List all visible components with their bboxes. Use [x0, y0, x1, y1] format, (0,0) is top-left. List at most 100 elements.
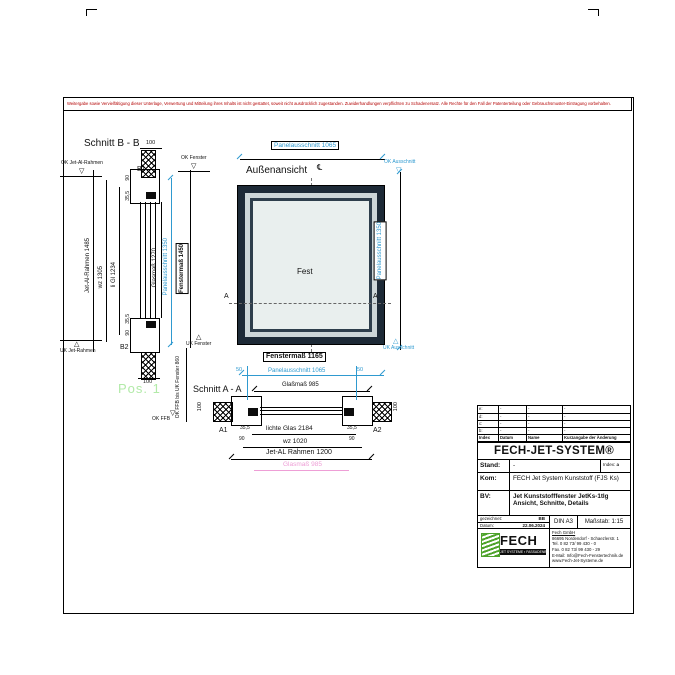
dim-line [254, 391, 370, 392]
dim-glasmass-985: Glaßmaß 985 [281, 382, 320, 389]
dim-100-left: 100 [197, 402, 203, 412]
fech-logo-subtext: JET SYSTEME ▪ FASSADENBAU [500, 549, 546, 555]
gezeichnet-value: BB [538, 516, 546, 522]
level-label-ok-jet-al-rahmen: OK Jet-Al-Rahmen [61, 160, 103, 166]
panel-line [356, 366, 357, 400]
dim-100-top: 100 [146, 140, 156, 146]
revision-name: - [526, 406, 562, 413]
section-marker-a-right: A [373, 293, 378, 300]
dim-line [138, 378, 160, 379]
dim-100-right: 100 [393, 402, 399, 412]
dim-wz-1020: wz 1020 [283, 438, 308, 445]
meta-row: gezeichnet: BB Datum: 22.06.2024 DIN A3 … [478, 516, 630, 529]
dim-jet-al-rahmen-1200: Jet-AL Rahmen 1200 [266, 449, 332, 456]
dim-line [140, 148, 162, 149]
revision-index: c: [479, 421, 483, 426]
kom-value: FECH Jet System Kunststoff (FJS Ks) [513, 475, 619, 482]
revision-note: - [562, 421, 630, 427]
level-line [60, 340, 102, 341]
dim-jet-al-rahmen-1485: Jet-Al-Rahmen 1485 [85, 238, 91, 294]
glazing-type-label: Fest [297, 267, 313, 276]
level-triangle-icon: △ [393, 338, 399, 345]
panel-line [247, 366, 248, 400]
revision-note: - [562, 428, 630, 434]
profile-section [146, 192, 156, 199]
level-label-ok-fenster: OK Fenster [181, 155, 207, 161]
company-email: E-Mail: Info@Fech-Fenstertechnik.de [552, 552, 624, 558]
index-label: Index: [603, 462, 616, 467]
revision-row: c: - - - [478, 420, 630, 427]
dim-line [400, 172, 401, 350]
revision-index: b: [479, 428, 483, 433]
revision-index: e: [479, 406, 483, 411]
gezeichnet-row: gezeichnet: BB [478, 516, 549, 523]
level-triangle-icon: ▽ [170, 410, 176, 417]
dim-line [190, 170, 191, 348]
revision-name: - [526, 414, 562, 420]
level-triangle-icon: ▽ [79, 168, 85, 175]
dim-35-right: 35,5 [347, 425, 357, 431]
dim-line [186, 348, 187, 422]
dim-fenstermass-1450: Fenstermaß 1450 [176, 243, 189, 295]
fech-logo-text: FECH [500, 533, 538, 548]
revision-row: e: - - - [478, 406, 630, 413]
revision-header-note: Kurzangabe der Änderung [562, 435, 630, 441]
dim-glasmass-985-pink: Glasmaß 985 [283, 461, 323, 468]
detail-box-a1 [231, 396, 262, 426]
revision-header-name: Name [526, 435, 562, 441]
level-label-uk-jet-rahmen: UK Jet-Rahmen [60, 348, 96, 354]
position-label: Pos. 1 [118, 381, 161, 396]
revision-row: d: - - - [478, 413, 630, 420]
glass-line [260, 407, 343, 408]
disclaimer-text: Weitergabe sowie Vervielfältigung dieser… [67, 101, 611, 106]
bv-value: Jet Kunststofffenster JetKs-1tlg Ansicht… [510, 491, 630, 515]
insulation-hatch [141, 150, 156, 178]
kom-label: Kom: [478, 473, 510, 490]
dim-line-pink [254, 470, 349, 471]
dim-line [106, 180, 107, 342]
detail-box-a2 [342, 396, 373, 426]
bv-label: BV: [478, 491, 510, 515]
insulation-hatch [372, 402, 392, 422]
profile-section [248, 408, 258, 416]
revision-name: - [526, 421, 562, 427]
level-label-ok-ausschnitt: OK Ausschnitt [384, 159, 416, 165]
section-bb-title: Schnitt B - B [84, 138, 140, 149]
company-fax: Fax. 0 82 73/ 99 430 - 29 [552, 547, 601, 553]
bv-line1: Jet Kunststofffenster JetKs-1tlg [513, 493, 609, 500]
detail-label-b2: B2 [120, 344, 129, 351]
revision-header-date: Datum [498, 435, 526, 441]
revision-note: - [562, 414, 630, 420]
dim-line-panel [242, 375, 384, 376]
frame-profile-section [140, 202, 156, 318]
scale-cell: Maßstab: 1:15 [584, 519, 624, 525]
profile-section [146, 321, 156, 328]
level-triangle-icon: △ [74, 341, 80, 348]
dim-wz-1305: wz 1305 [98, 266, 104, 289]
system-name: FECH-JET-SYSTEM® [478, 443, 630, 460]
dim-line [252, 434, 356, 435]
revision-table: e: - - - d: - - - c: - - - b: - - - [477, 405, 631, 442]
index-value: a [616, 462, 620, 467]
section-aa-title: Schnitt A - A [193, 384, 242, 394]
centerline-icon: ℄ [317, 163, 323, 172]
title-block: e: - - - d: - - - c: - - - b: - - - [477, 405, 631, 568]
dim-li-gl-1234: li Gl 1234 [111, 262, 117, 288]
drawn-cell: gezeichnet: BB Datum: 22.06.2024 [478, 516, 550, 528]
datum-value: 22.06.2024 [522, 522, 545, 528]
insulation-hatch [213, 402, 233, 422]
revision-date: - [498, 428, 526, 434]
company-address: 86695 Nordendorf - Schaezlerstr. 1 [552, 535, 619, 541]
datum-row: Datum: 22.06.2024 [478, 523, 549, 529]
dim-line [119, 187, 120, 335]
logo-row: FECH JET SYSTEME ▪ FASSADENBAU Fech GmbH… [478, 529, 630, 567]
dim-line [240, 159, 385, 160]
stand-label: Stand: [478, 460, 510, 472]
fech-logo-stripes-icon [481, 533, 500, 557]
section-cut-line [229, 303, 391, 304]
dim-90-left: 90 [239, 436, 245, 442]
dim-line [243, 447, 362, 448]
profile-section [344, 408, 354, 416]
revision-row: b: - - - [478, 427, 630, 434]
revision-date: - [498, 414, 526, 420]
